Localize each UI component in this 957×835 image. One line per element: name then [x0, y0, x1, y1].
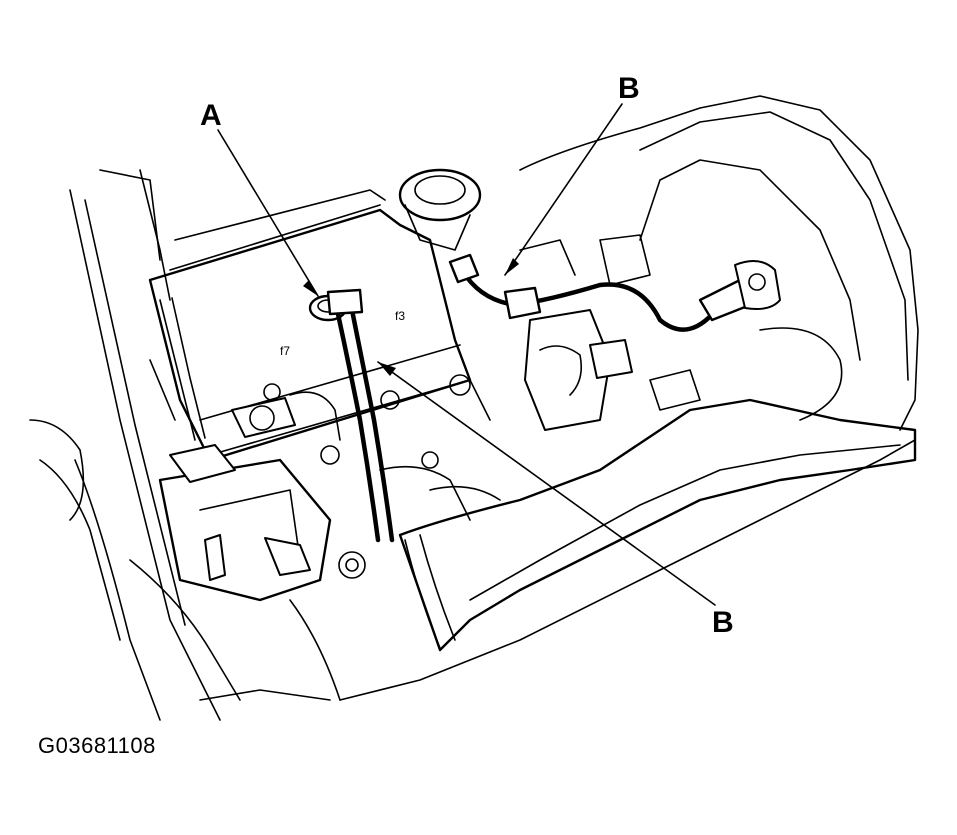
figure-id: G03681108: [38, 733, 156, 758]
callout-b-bottom-arrowhead: [378, 362, 396, 376]
callout-b-bottom: B: [377, 361, 734, 639]
callout-b-bottom-leader: [377, 361, 716, 606]
callout-b-top-label: B: [618, 72, 640, 105]
callout-b-bottom-label: B: [712, 606, 734, 639]
callout-b-top-leader: [504, 103, 623, 276]
svg-text:f3: f3: [395, 309, 405, 323]
callout-a: A: [200, 99, 319, 297]
callout-a-label: A: [200, 99, 222, 132]
callout-a-arrowhead: [303, 280, 318, 296]
throttle-body: [519, 234, 701, 431]
callout-b-top: B: [504, 72, 640, 276]
pcv-hose-upper: [448, 253, 781, 332]
callout-a-leader: [217, 129, 319, 297]
pcv-hose-front: [326, 288, 395, 543]
intake-manifold: [129, 297, 501, 701]
svg-text:f7: f7: [280, 344, 290, 358]
engine-bay-outline: [29, 95, 919, 721]
callout-b-top-arrowhead: [505, 258, 519, 275]
air-intake-duct: [398, 398, 917, 652]
